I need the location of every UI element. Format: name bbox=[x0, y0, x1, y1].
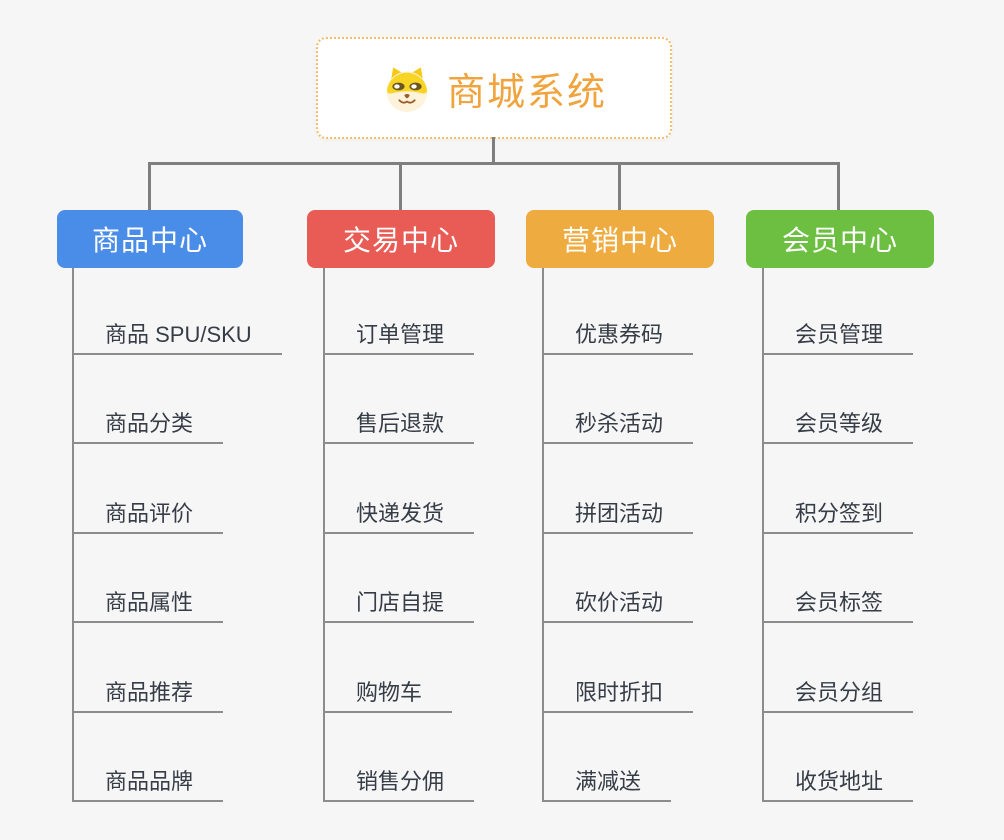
leaf-node[interactable]: 商品评价 bbox=[72, 500, 224, 534]
leaf-node[interactable]: 会员标签 bbox=[762, 589, 914, 623]
leaf-node[interactable]: 满减送 bbox=[542, 768, 672, 802]
branch-label: 营销中心 bbox=[561, 225, 678, 256]
connector-root-drop bbox=[492, 137, 495, 163]
leaf-node[interactable]: 会员等级 bbox=[762, 410, 914, 444]
leaf-node[interactable]: 限时折扣 bbox=[542, 679, 694, 713]
branch-label: 商品中心 bbox=[91, 225, 208, 256]
root-title: 商城系统 bbox=[446, 71, 607, 114]
connector-horizontal bbox=[148, 162, 840, 165]
leaf-node[interactable]: 秒杀活动 bbox=[542, 410, 694, 444]
leaf-node[interactable]: 积分签到 bbox=[762, 500, 914, 534]
leaf-node[interactable]: 商品推荐 bbox=[72, 679, 224, 713]
leaf-node[interactable]: 商品 SPU/SKU bbox=[72, 321, 282, 355]
connector-trunk bbox=[323, 268, 325, 801]
leaf-node[interactable]: 砍价活动 bbox=[542, 589, 694, 623]
connector-trunk bbox=[72, 268, 74, 801]
connector-drop-product bbox=[148, 162, 151, 211]
dog-icon bbox=[381, 64, 433, 113]
leaf-node[interactable]: 购物车 bbox=[323, 679, 453, 713]
connector-trunk bbox=[542, 268, 544, 801]
branch-label: 会员中心 bbox=[781, 225, 898, 256]
connector-drop-marketing bbox=[618, 162, 621, 211]
branch-node-product-center[interactable]: 商品中心 bbox=[57, 210, 243, 268]
leaf-node[interactable]: 快递发货 bbox=[323, 500, 475, 534]
leaf-node[interactable]: 收货地址 bbox=[762, 768, 914, 802]
leaf-node[interactable]: 商品分类 bbox=[72, 410, 224, 444]
leaf-node[interactable]: 拼团活动 bbox=[542, 500, 694, 534]
leaf-node[interactable]: 门店自提 bbox=[323, 589, 475, 623]
leaf-node[interactable]: 售后退款 bbox=[323, 410, 475, 444]
connector-drop-trade bbox=[399, 162, 402, 211]
leaf-node[interactable]: 销售分佣 bbox=[323, 768, 475, 802]
root-node[interactable]: 商城系统 bbox=[316, 37, 672, 139]
leaf-node[interactable]: 商品属性 bbox=[72, 589, 224, 623]
connector-drop-member bbox=[837, 162, 840, 211]
branch-node-member-center[interactable]: 会员中心 bbox=[746, 210, 934, 268]
branch-node-trade-center[interactable]: 交易中心 bbox=[307, 210, 495, 268]
leaf-node[interactable]: 订单管理 bbox=[323, 321, 475, 355]
leaf-node[interactable]: 优惠券码 bbox=[542, 321, 694, 355]
leaf-node[interactable]: 会员分组 bbox=[762, 679, 914, 713]
branch-node-marketing-center[interactable]: 营销中心 bbox=[526, 210, 714, 268]
branch-label: 交易中心 bbox=[342, 225, 459, 256]
connector-trunk bbox=[762, 268, 764, 801]
leaf-node[interactable]: 商品品牌 bbox=[72, 768, 224, 802]
leaf-node[interactable]: 会员管理 bbox=[762, 321, 914, 355]
